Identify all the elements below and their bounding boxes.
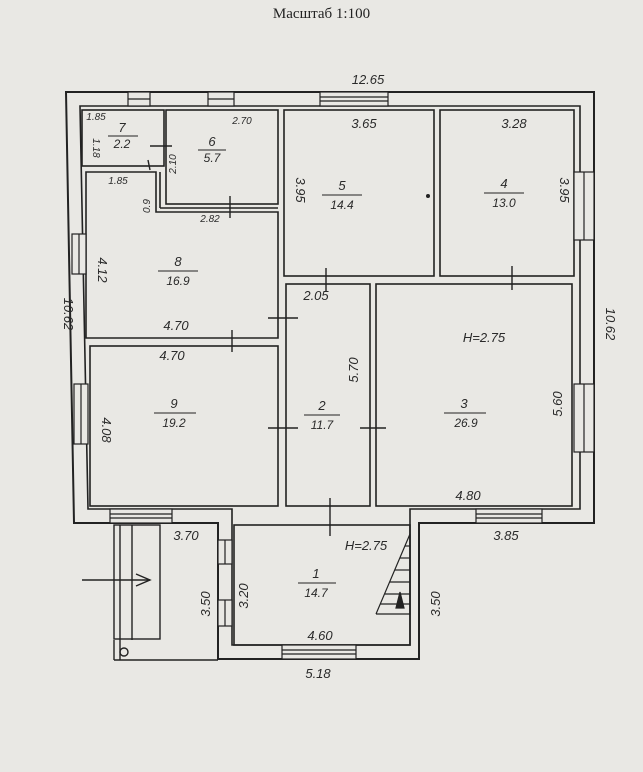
room-2-area: 11.7 [311,418,335,432]
room-4-number: 4 [500,176,507,191]
interior-stair [375,533,411,615]
entrance-steps [82,524,218,661]
room-2-height: 5.70 [346,357,361,383]
room-2-number: 2 [317,398,326,413]
window-top-2 [207,91,235,107]
window-right-1 [573,171,595,241]
window-annex-left-1 [217,539,233,565]
room-8-area: 16.9 [166,274,190,288]
room-9-height: 4.08 [99,417,114,443]
room-3-width: 4.80 [455,488,481,503]
room-7-area: 2.2 [113,137,131,151]
room-1-width: 4.60 [307,628,333,643]
room-8-width-bottom: 4.70 [163,318,189,333]
outer-walls [64,91,595,660]
room-1-number: 1 [312,566,319,581]
window-bottom-2 [475,508,543,524]
room-4-height: 3.95 [557,177,572,203]
room-3-number: 3 [460,396,468,411]
room-7-walls [81,109,165,167]
window-left-2 [73,383,89,445]
window-right-2 [573,383,595,453]
room-3-walls [375,283,573,507]
room-6-height: 2.10 [168,154,179,175]
room-8-step-height: 0.9 [142,199,153,213]
dim-annex-left: 3.50 [198,591,213,617]
room-6-number: 6 [208,134,216,149]
window-annex-left-2 [217,599,233,627]
room-6-area: 5.7 [204,151,222,165]
interior-walls [81,109,575,646]
room-1-ceiling-height: H=2.75 [345,538,388,553]
room-7-number: 7 [118,120,126,135]
room-5-width: 3.65 [351,116,377,131]
windows [71,91,595,660]
room-6-width: 2.70 [231,116,252,127]
room-9-width: 4.70 [159,348,185,363]
room-9-number: 9 [170,396,177,411]
room-9-walls [89,345,279,507]
dim-right: 10.62 [603,308,618,341]
window-top-1 [127,91,151,107]
room-8-height: 4.12 [95,257,110,283]
mark-dot [426,194,430,198]
window-left-1 [71,233,87,275]
room-3-height: 5.60 [550,391,565,417]
dim-bottom-right: 3.85 [493,528,519,543]
dim-left: 10.62 [61,298,76,331]
room-1-height: 3.20 [236,583,251,609]
room-1-area: 14.7 [304,586,329,600]
room-4-width: 3.28 [501,116,527,131]
dim-annex-right: 3.50 [428,591,443,617]
window-bottom-1 [109,508,173,524]
room-3-ceiling-height: H=2.75 [463,330,506,345]
room-2-width: 2.05 [302,288,329,303]
dim-bottom-left: 3.70 [173,528,199,543]
room-5-number: 5 [338,178,346,193]
room-8-walls [85,171,279,339]
room-5-area: 14.4 [330,198,354,212]
scale-title: Масштаб 1:100 [272,6,371,22]
room-8-number: 8 [174,254,182,269]
door-marks [147,145,513,536]
dim-annex-bottom: 5.18 [305,666,331,681]
room-8-step-width: 2.82 [199,214,220,225]
room-7-width: 1.85 [86,112,106,123]
room-2-walls [285,283,371,507]
room-5-walls [283,109,435,277]
room-8-width-top: 1.85 [108,176,128,187]
room-5-height: 3.95 [293,177,308,203]
window-annex-bottom [281,644,357,660]
dim-top: 12.65 [352,72,385,87]
room-3-area: 26.9 [453,416,478,430]
room-9-area: 19.2 [162,416,186,430]
room-7-height: 1.18 [90,138,101,158]
window-top-3 [319,91,389,107]
room-4-area: 13.0 [492,196,516,210]
room-6-walls [165,109,279,205]
